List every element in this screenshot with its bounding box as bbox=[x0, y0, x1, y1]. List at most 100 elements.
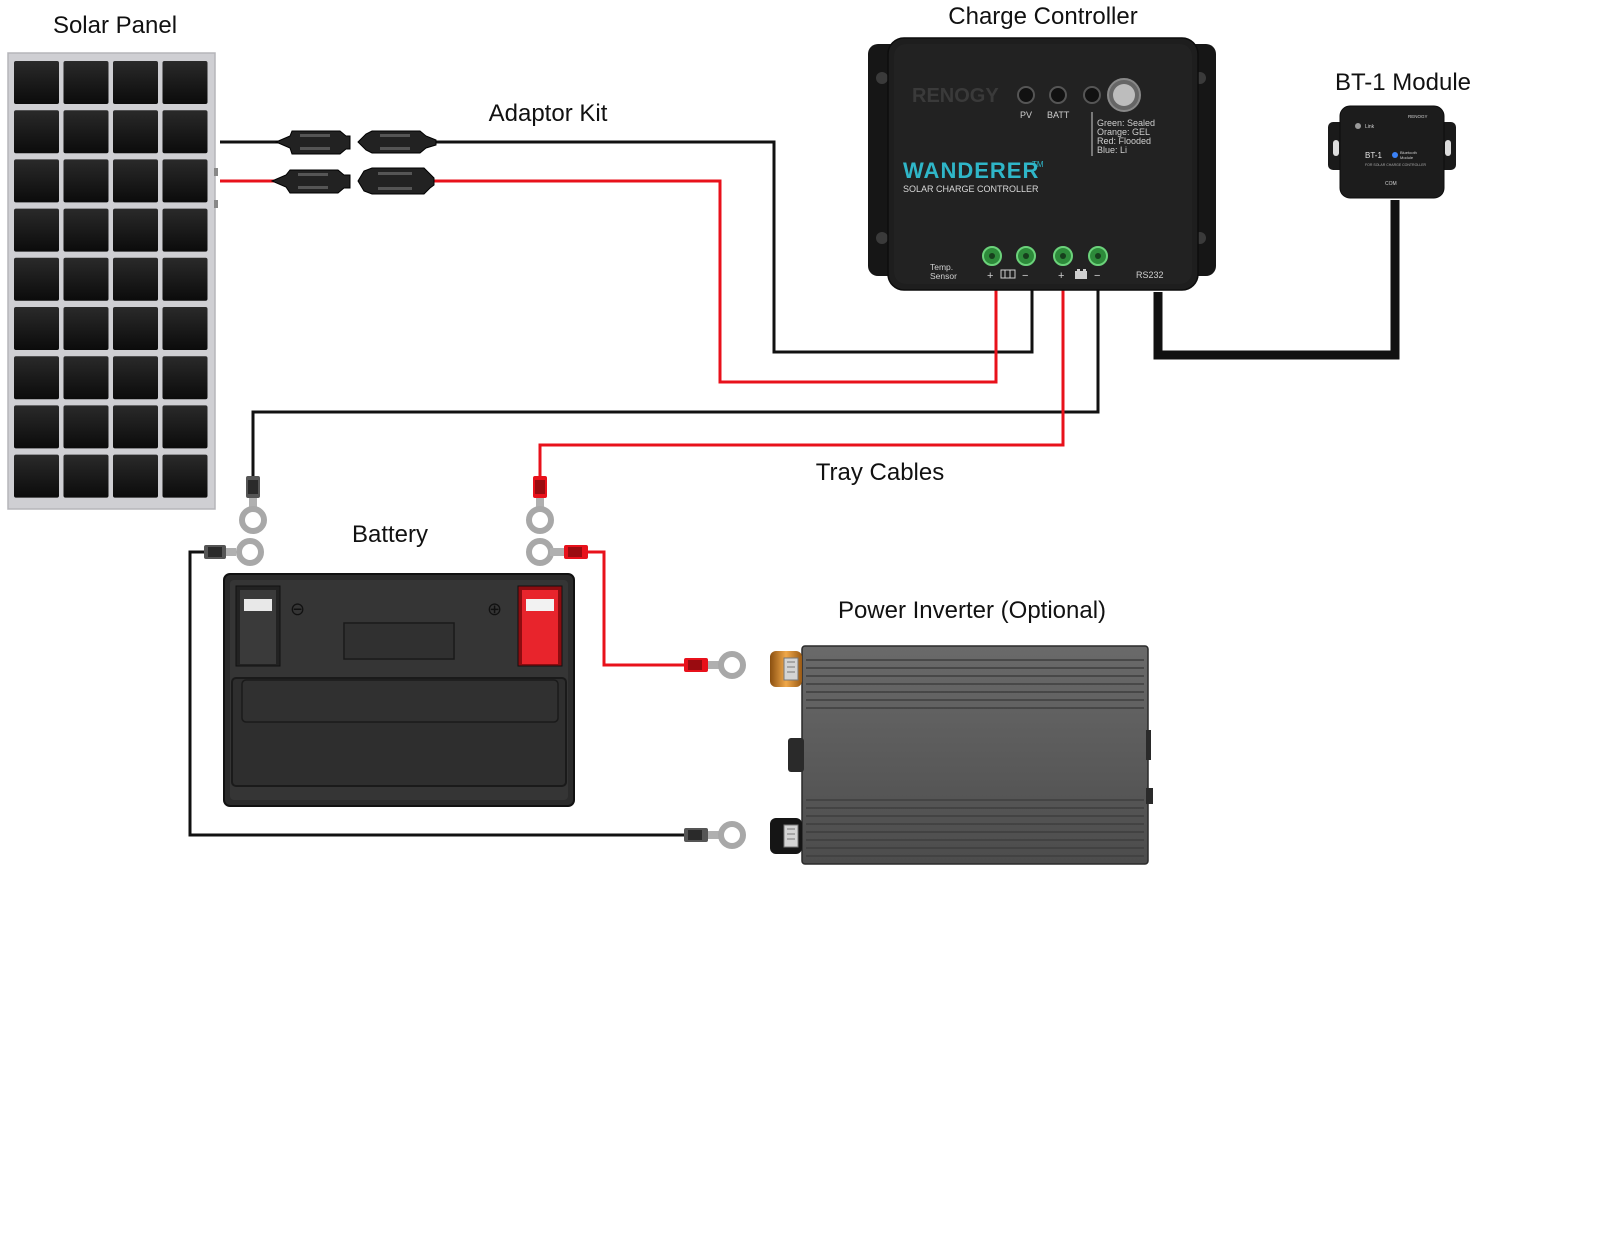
battery-negative-tray-cable bbox=[251, 290, 1100, 478]
wiring bbox=[188, 140, 1400, 837]
solar-cell bbox=[162, 454, 208, 498]
solar-cell bbox=[113, 61, 158, 104]
rs232-label: RS232 bbox=[1136, 270, 1164, 280]
mounting-hole-icon bbox=[876, 72, 888, 84]
solar-cell bbox=[63, 257, 109, 301]
pv-led-label: PV bbox=[1020, 110, 1032, 120]
bt1-link-label: Link bbox=[1365, 124, 1375, 130]
bluetooth-icon bbox=[1392, 152, 1398, 158]
charge-controller: RENOGY PV BATT Green: Sealed Orange: GEL… bbox=[868, 37, 1216, 291]
inverter-negative-battery-ring-terminal bbox=[204, 538, 264, 566]
battery-label: Battery bbox=[352, 521, 428, 548]
solar-cell bbox=[63, 356, 109, 400]
bt1-model: BT-1 bbox=[1365, 151, 1382, 160]
mc4-female-connector-top bbox=[274, 130, 351, 155]
inverter-positive-terminal[interactable] bbox=[770, 651, 802, 687]
battery-negative-terminal[interactable] bbox=[1088, 246, 1108, 266]
solar-cell bbox=[63, 307, 109, 350]
pv-plus-label: + bbox=[987, 270, 993, 282]
batt-led-label: BATT bbox=[1047, 110, 1070, 120]
solar-cell bbox=[63, 61, 109, 104]
adaptor-kit bbox=[270, 130, 437, 195]
battery-negative-ring-terminal bbox=[239, 476, 267, 534]
battery-positive-ring-terminal bbox=[526, 476, 554, 534]
solar-cell bbox=[162, 159, 208, 203]
batt-led-icon bbox=[1049, 86, 1067, 104]
solar-cell bbox=[14, 61, 59, 104]
inverter-positive-battery-ring-terminal bbox=[526, 538, 588, 566]
pv-led-icon bbox=[1017, 86, 1035, 104]
bt1-bluetooth-label-1: Bluetooth bbox=[1400, 150, 1417, 155]
battery-label-plate bbox=[343, 622, 455, 660]
pv-minus-label: − bbox=[1022, 270, 1028, 282]
bt1-brand: RENOGY bbox=[1408, 114, 1428, 119]
pv-negative-terminal[interactable] bbox=[1016, 246, 1036, 266]
inverter-negative-wire bbox=[188, 550, 684, 837]
inverter-positive-ring-terminal bbox=[684, 651, 746, 679]
battery: ⊖ ⊕ bbox=[223, 573, 575, 807]
mc4-male-connector-top bbox=[357, 130, 437, 154]
solar-cell bbox=[14, 454, 59, 498]
tray-cables-label: Tray Cables bbox=[816, 459, 944, 486]
battery-negative-post[interactable] bbox=[244, 599, 272, 611]
trademark: TM bbox=[1032, 160, 1044, 169]
battery-type-gel: Orange: GEL bbox=[1097, 127, 1150, 137]
power-inverter-label: Power Inverter (Optional) bbox=[838, 597, 1106, 624]
inverter-negative-ring-terminal bbox=[684, 821, 746, 849]
battery-type-led-icon bbox=[1083, 86, 1101, 104]
solar-cell bbox=[113, 257, 158, 301]
inverter-positive-wire bbox=[588, 550, 684, 667]
power-inverter bbox=[770, 645, 1153, 865]
solar-cells bbox=[14, 61, 208, 498]
controller-model: WANDERER bbox=[903, 158, 1039, 183]
adaptor-kit-label: Adaptor Kit bbox=[489, 100, 608, 127]
pv-positive-terminal[interactable] bbox=[982, 246, 1002, 266]
solar-cell bbox=[14, 159, 59, 203]
inverter-negative-terminal[interactable] bbox=[770, 818, 802, 854]
solar-cell bbox=[162, 405, 208, 449]
mode-button-cap[interactable] bbox=[1113, 84, 1135, 106]
inverter-switch[interactable] bbox=[788, 738, 804, 772]
solar-cell bbox=[14, 356, 59, 400]
mounting-slot-icon bbox=[1333, 140, 1339, 156]
solar-cell bbox=[113, 307, 158, 350]
battery-positive-symbol: ⊕ bbox=[487, 599, 502, 620]
temp-sensor-label-2: Sensor bbox=[930, 271, 957, 281]
solar-cell bbox=[63, 110, 109, 154]
temp-sensor-label-1: Temp. bbox=[930, 262, 953, 272]
solar-cell bbox=[63, 454, 109, 498]
solar-cell bbox=[162, 61, 208, 104]
solar-cell bbox=[162, 208, 208, 252]
solar-cell bbox=[113, 405, 158, 449]
mc4-male-connector-bottom bbox=[270, 169, 351, 194]
batt-minus-label: − bbox=[1094, 270, 1100, 282]
solar-cell bbox=[14, 307, 59, 350]
battery-type-sealed: Green: Sealed bbox=[1097, 118, 1155, 128]
battery-positive-tray-cable bbox=[538, 290, 1065, 478]
solar-cell bbox=[63, 208, 109, 252]
solar-cell bbox=[113, 454, 158, 498]
solar-cell bbox=[162, 307, 208, 350]
batt-plus-label: + bbox=[1058, 270, 1064, 282]
solar-cell bbox=[113, 356, 158, 400]
solar-cell bbox=[14, 110, 59, 154]
battery-type-flooded: Red: Flooded bbox=[1097, 136, 1151, 146]
link-led-icon bbox=[1355, 123, 1361, 129]
battery-positive-terminal[interactable] bbox=[1053, 246, 1073, 266]
solar-panel bbox=[7, 52, 218, 510]
solar-cell bbox=[63, 159, 109, 203]
battery-icon bbox=[1075, 271, 1087, 279]
inverter-cooling-ribs bbox=[806, 659, 1144, 857]
bt1-module-label: BT-1 Module bbox=[1335, 69, 1471, 96]
battery-positive-post[interactable] bbox=[526, 599, 554, 611]
solar-cell bbox=[14, 257, 59, 301]
solar-cell bbox=[14, 208, 59, 252]
controller-subtitle: SOLAR CHARGE CONTROLLER bbox=[903, 184, 1039, 194]
solar-cell bbox=[113, 208, 158, 252]
solar-cell bbox=[63, 405, 109, 449]
rs232-cable bbox=[1153, 200, 1400, 360]
charge-controller-label: Charge Controller bbox=[948, 3, 1137, 30]
solar-panel-label: Solar Panel bbox=[53, 12, 177, 39]
